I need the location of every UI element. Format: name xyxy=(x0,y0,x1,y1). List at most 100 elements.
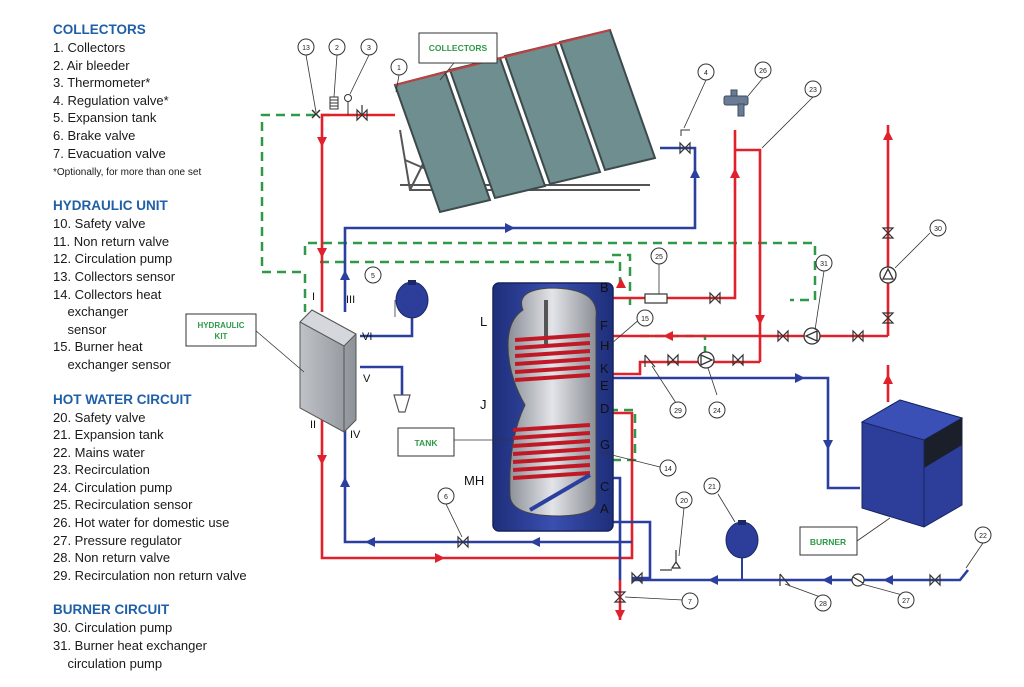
valve-icon xyxy=(631,571,643,585)
expansion-tank-5 xyxy=(395,280,429,325)
svg-text:III: III xyxy=(346,294,355,306)
non-return-valve-icons xyxy=(644,293,865,587)
valve-icon xyxy=(667,353,679,367)
thermometer-icon xyxy=(344,94,352,115)
svg-text:K: K xyxy=(600,361,609,376)
svg-text:30: 30 xyxy=(934,226,942,233)
svg-text:E: E xyxy=(600,378,609,393)
legend-item: 14. Collectors heat exchanger sensor xyxy=(53,286,162,337)
svg-text:22: 22 xyxy=(979,533,987,540)
legend-item: 4. Regulation valve* xyxy=(53,92,169,108)
legend-item: 26. Hot water for domestic use xyxy=(53,515,230,531)
callout-6: 6 xyxy=(437,487,455,505)
sensor-icon xyxy=(311,109,321,119)
svg-text:31: 31 xyxy=(820,261,828,268)
legend-item: 29. Recirculation non return valve xyxy=(53,567,247,583)
svg-text:1: 1 xyxy=(397,65,401,72)
callout-30: 30 xyxy=(929,219,947,237)
burner-label: BURNER xyxy=(799,526,858,556)
svg-text:L: L xyxy=(480,314,487,329)
legend-item: 5. Expansion tank xyxy=(53,110,157,126)
hotwater-legend: HOT WATER CIRCUIT 20. Safety valve 21. E… xyxy=(53,392,303,585)
valve-icon xyxy=(881,312,895,324)
callout-2: 2 xyxy=(328,38,346,56)
valve-icon xyxy=(356,105,368,122)
legend-item: 3. Thermometer* xyxy=(53,75,151,91)
callout-22: 22 xyxy=(974,526,992,544)
svg-text:VI: VI xyxy=(362,331,372,343)
burner-unit xyxy=(860,399,964,528)
callout-25: 25 xyxy=(650,247,668,265)
svg-text:13: 13 xyxy=(302,45,310,52)
svg-text:25: 25 xyxy=(655,254,663,261)
hydraulic-kit xyxy=(299,309,357,433)
regulation-valve-icon xyxy=(680,129,690,136)
callout-15: 15 xyxy=(636,309,654,327)
legend-item: 22. Mains water xyxy=(53,444,145,460)
pumps xyxy=(697,266,897,369)
svg-text:B: B xyxy=(600,280,609,295)
svg-text:6: 6 xyxy=(444,494,448,501)
callout-5: 5 xyxy=(364,266,382,284)
callout-29: 29 xyxy=(669,401,687,419)
svg-text:V: V xyxy=(363,373,371,385)
legend-item: 23. Recirculation xyxy=(53,462,150,478)
legend-item: 10. Safety valve xyxy=(53,216,146,232)
leader-lines xyxy=(254,54,984,601)
storage-tank xyxy=(492,282,614,532)
funnel-icon xyxy=(393,394,411,413)
valve-icon xyxy=(457,535,469,549)
hot-arrows xyxy=(317,130,893,563)
kit-port-labels: I II III IV V VI xyxy=(310,291,372,441)
hydraulic-heading: HYDRAULIC UNIT xyxy=(53,198,168,214)
callout-1: 1 xyxy=(390,58,408,76)
legend-item: 25. Recirculation sensor xyxy=(53,497,193,513)
pump-icon-31 xyxy=(803,327,821,345)
callout-21: 21 xyxy=(703,477,721,495)
svg-text:26: 26 xyxy=(759,68,767,75)
svg-text:21: 21 xyxy=(708,484,716,491)
svg-text:F: F xyxy=(600,318,608,333)
legend-item: 13. Collectors sensor xyxy=(53,268,176,284)
legend-item: 1. Collectors xyxy=(53,40,126,55)
tank-port-labels: B F H K E D G C A L J MH xyxy=(464,280,610,516)
svg-text:TANK: TANK xyxy=(415,438,439,448)
valve-icon xyxy=(613,591,627,603)
svg-text:KIT: KIT xyxy=(215,332,228,341)
hydraulic-kit-label: HYDRAULIC KIT xyxy=(185,313,257,347)
legend-item: 6. Brake valve xyxy=(53,127,136,143)
valve-icon xyxy=(881,227,895,239)
callout-23: 23 xyxy=(804,80,822,98)
non-return-valve-icon xyxy=(644,354,656,368)
svg-text:24: 24 xyxy=(713,408,721,415)
safety-valve-icon xyxy=(660,550,682,571)
legend-item: 27. Pressure regulator xyxy=(53,532,182,548)
collector-header-pipe xyxy=(394,29,611,86)
svg-text:3: 3 xyxy=(367,45,371,52)
hotwater-heading: HOT WATER CIRCUIT xyxy=(53,391,192,407)
legend-item: 12. Circulation pump xyxy=(53,251,173,267)
pump-icon-30 xyxy=(879,266,897,284)
svg-text:J: J xyxy=(480,397,487,412)
collectors-label: COLLECTORS xyxy=(418,32,498,64)
valve-icon xyxy=(777,329,789,343)
non-return-valve-icon xyxy=(779,573,791,587)
callout-7: 7 xyxy=(681,592,699,610)
svg-text:I: I xyxy=(312,291,315,303)
svg-text:15: 15 xyxy=(641,316,649,323)
legend-item: 30. Circulation pump xyxy=(53,620,173,636)
upper-heat-exchanger-coil xyxy=(514,333,591,382)
air-bleeder-icon xyxy=(329,96,339,110)
collectors-array xyxy=(393,28,657,214)
cold-pipes xyxy=(343,146,970,582)
legend-item: 31. Burner heat exchanger circulation pu… xyxy=(53,638,207,671)
recirculation-sensor-icon xyxy=(644,293,668,304)
valve-icon xyxy=(679,141,691,155)
callout-4: 4 xyxy=(697,63,715,81)
valve-icon xyxy=(929,573,941,587)
valve-icon xyxy=(709,291,721,305)
svg-text:2: 2 xyxy=(335,45,339,52)
legend-item: 21. Expansion tank xyxy=(53,427,164,443)
expansion-tank-21 xyxy=(725,520,759,580)
